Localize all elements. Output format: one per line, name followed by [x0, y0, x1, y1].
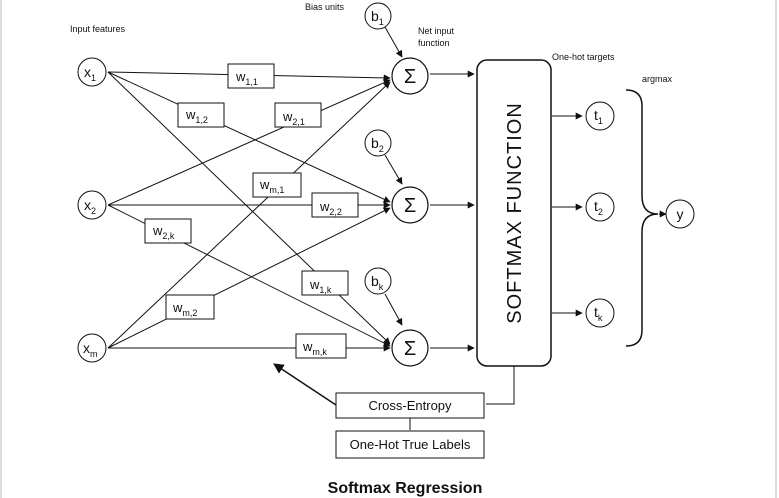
svg-text:w1,k: w1,k: [309, 277, 332, 295]
diagram-title: Softmax Regression: [328, 480, 483, 497]
bias-node-bk: bk: [364, 267, 392, 295]
svg-text:b1: b1: [371, 8, 384, 27]
svg-text:w2,2: w2,2: [319, 199, 342, 217]
weight-box-w2k: w2,k: [144, 218, 192, 244]
bias-node-b2: b2: [364, 129, 392, 157]
argmax-brace: [625, 89, 659, 347]
svg-text:wm,1: wm,1: [259, 177, 284, 195]
svg-text:y: y: [677, 206, 684, 222]
svg-text:x1: x1: [84, 64, 96, 83]
svg-text:Σ: Σ: [404, 66, 416, 88]
target-node-tk: tk: [585, 298, 615, 328]
svg-text:t2: t2: [594, 198, 603, 217]
svg-text:Σ: Σ: [404, 195, 416, 217]
argmax-label: argmax: [642, 74, 673, 84]
svg-text:b2: b2: [371, 135, 384, 154]
net-input-label-line2: function: [418, 38, 450, 48]
weight-box-wm2: wm,2: [165, 294, 215, 320]
svg-text:wm,2: wm,2: [172, 300, 197, 318]
svg-text:w1,2: w1,2: [185, 107, 208, 125]
input-node-x1: x1: [77, 57, 107, 87]
weight-box-wm1: wm,1: [252, 172, 302, 198]
weight-box-w21: w2,1: [274, 102, 322, 128]
svg-text:wm,k: wm,k: [302, 339, 327, 357]
weight-box-wmk: wm,k: [295, 333, 347, 359]
svg-text:One-Hot True Labels: One-Hot True Labels: [350, 437, 471, 452]
target-node-t1: t1: [585, 101, 615, 131]
input-connections: [107, 71, 391, 352]
svg-text:bk: bk: [371, 273, 384, 292]
svg-text:Cross-Entropy: Cross-Entropy: [368, 398, 452, 413]
svg-text:t1: t1: [594, 107, 603, 126]
weight-box-w12: w1,2: [177, 102, 225, 128]
softmax-function-label: SOFTMAX FUNCTION: [504, 102, 526, 324]
svg-text:w2,k: w2,k: [152, 223, 175, 241]
weight-box-w22: w2,2: [311, 192, 359, 218]
input-node-x2: x2: [77, 190, 107, 220]
weight-box-w11: w1,1: [227, 63, 275, 89]
cross-entropy-box: Cross-Entropy: [335, 392, 485, 419]
output-node-y: y: [665, 199, 695, 229]
bias-units-label: Bias units: [305, 2, 345, 12]
weight-box-w1k: w1,k: [301, 270, 349, 296]
sum-to-softmax-arrows: [430, 70, 475, 352]
sum-node-2: Σ: [391, 186, 429, 224]
bias-node-b1: b1: [364, 2, 392, 30]
target-node-t2: t2: [585, 192, 615, 222]
softmax-function-box: SOFTMAX FUNCTION: [476, 59, 552, 367]
svg-text:w1,1: w1,1: [235, 69, 258, 87]
net-input-label-line1: Net input: [418, 26, 455, 36]
svg-text:xm: xm: [83, 340, 98, 359]
bias-connections: [384, 26, 403, 326]
svg-text:tk: tk: [594, 304, 603, 323]
svg-text:Σ: Σ: [404, 338, 416, 360]
input-node-xm: xm: [77, 333, 107, 363]
feedback-connections: [273, 363, 515, 430]
one-hot-targets-label: One-hot targets: [552, 52, 615, 62]
sum-node-k: Σ: [391, 329, 429, 367]
sum-node-1: Σ: [391, 57, 429, 95]
softmax-to-target-arrows: [552, 112, 583, 317]
true-labels-box: One-Hot True Labels: [335, 430, 485, 459]
input-features-label: Input features: [70, 24, 126, 34]
svg-text:x2: x2: [84, 197, 96, 216]
svg-text:w2,1: w2,1: [282, 109, 305, 127]
